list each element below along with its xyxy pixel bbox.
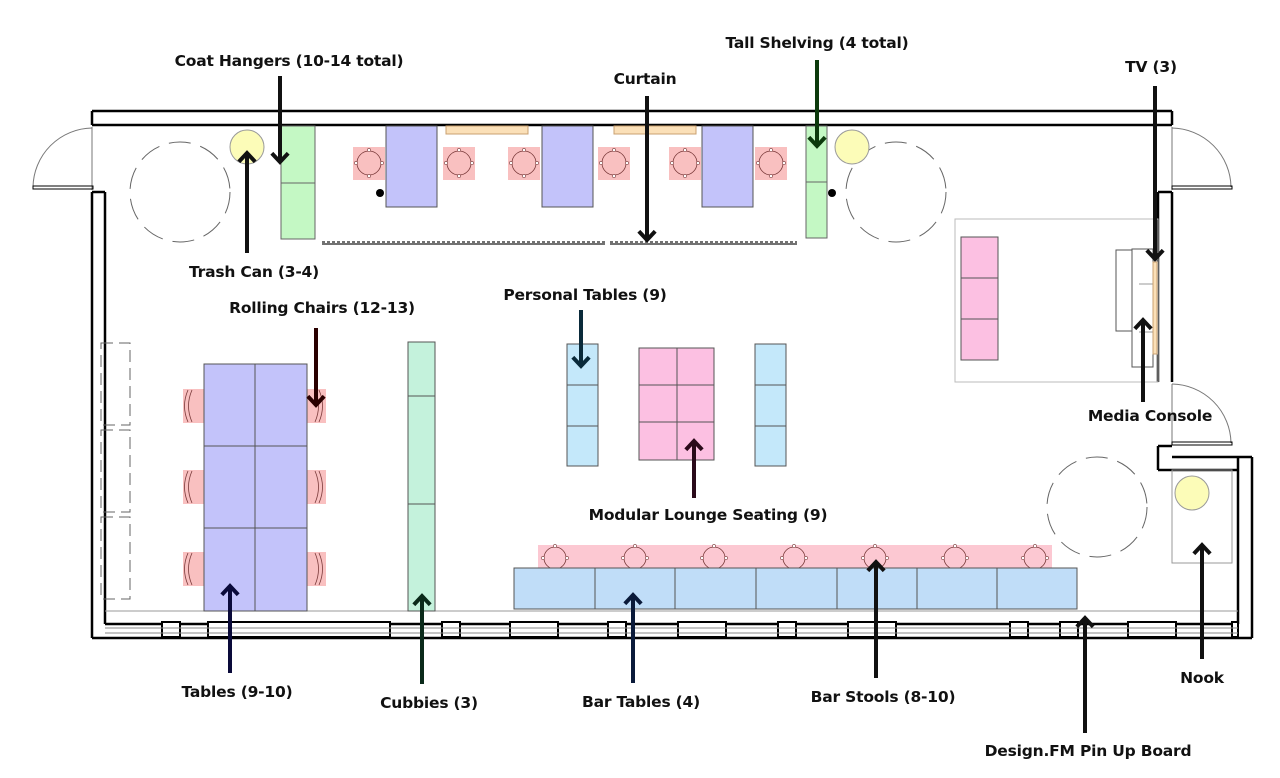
label-pin-up-board: Design.FM Pin Up Board <box>984 742 1192 760</box>
trash-cans <box>229 129 1210 511</box>
bar-stool-strip <box>538 545 1052 568</box>
rolling-chair <box>307 552 326 586</box>
trash-can <box>1174 475 1210 511</box>
rolling-chair <box>183 552 204 586</box>
leader-arrow <box>1145 86 1165 262</box>
media-console <box>1115 248 1154 368</box>
leader-arrow <box>220 583 240 673</box>
top-desks <box>385 125 754 208</box>
rolling-chair <box>183 389 204 423</box>
rolling-chair <box>183 470 204 504</box>
leader-arrow <box>866 559 886 678</box>
label-nook: Nook <box>1180 669 1224 687</box>
lounge-seating <box>638 347 715 461</box>
label-coat-hangers: Coat Hangers (10-14 total) <box>174 52 404 70</box>
leader-arrows <box>220 60 1212 733</box>
stool-icon <box>756 148 786 178</box>
leader-arrow <box>1075 615 1095 733</box>
leader-arrow <box>623 592 643 683</box>
stool-icon <box>509 148 539 178</box>
top-dots <box>376 189 836 197</box>
label-curtain: Curtain <box>613 70 677 88</box>
leader-arrow <box>270 76 290 165</box>
label-trash-can: Trash Can (3-4) <box>188 263 320 281</box>
stool-icon <box>599 148 629 178</box>
sofa <box>960 236 999 361</box>
leader-arrow <box>1133 317 1153 402</box>
stool-icon <box>354 148 384 178</box>
tv-panels-top <box>445 125 697 135</box>
main-tables <box>203 363 308 612</box>
label-modular-lounge: Modular Lounge Seating (9) <box>588 506 828 524</box>
label-tall-shelving: Tall Shelving (4 total) <box>725 34 909 52</box>
stool-icon <box>444 148 474 178</box>
trash-can <box>834 129 870 165</box>
label-bar-tables: Bar Tables (4) <box>581 693 701 711</box>
left-wall-boards <box>100 342 131 600</box>
bar-tables <box>513 567 1078 610</box>
rug <box>954 218 1159 383</box>
tv-wall <box>1152 261 1158 355</box>
curtain <box>322 241 797 245</box>
rolling-chair <box>307 470 326 504</box>
window-glazing-lines <box>105 627 1238 634</box>
label-tv: TV (3) <box>1125 58 1177 76</box>
stool-icon <box>670 148 700 178</box>
top-stools <box>353 147 787 180</box>
leader-arrow <box>1192 542 1212 659</box>
label-rolling-chairs: Rolling Chairs (12-13) <box>229 299 415 317</box>
label-cubbies: Cubbies (3) <box>380 694 478 712</box>
leader-arrow <box>571 310 591 369</box>
label-bar-stools: Bar Stools (8-10) <box>810 688 956 706</box>
leader-arrow <box>306 328 326 408</box>
doors <box>32 127 1233 446</box>
cubbies <box>407 341 436 612</box>
leader-arrow <box>637 96 657 243</box>
walls <box>90 109 1254 640</box>
leader-arrow <box>237 150 257 253</box>
label-media-console: Media Console <box>1087 407 1213 425</box>
leader-arrow <box>807 60 827 149</box>
personal-tables <box>566 343 787 467</box>
clearance-circles <box>129 141 1148 558</box>
stool-icon <box>700 544 728 572</box>
leader-arrow <box>684 438 704 498</box>
leader-arrow <box>412 593 432 684</box>
label-personal-tables: Personal Tables (9) <box>503 286 667 304</box>
label-tables: Tables (9-10) <box>181 683 293 701</box>
